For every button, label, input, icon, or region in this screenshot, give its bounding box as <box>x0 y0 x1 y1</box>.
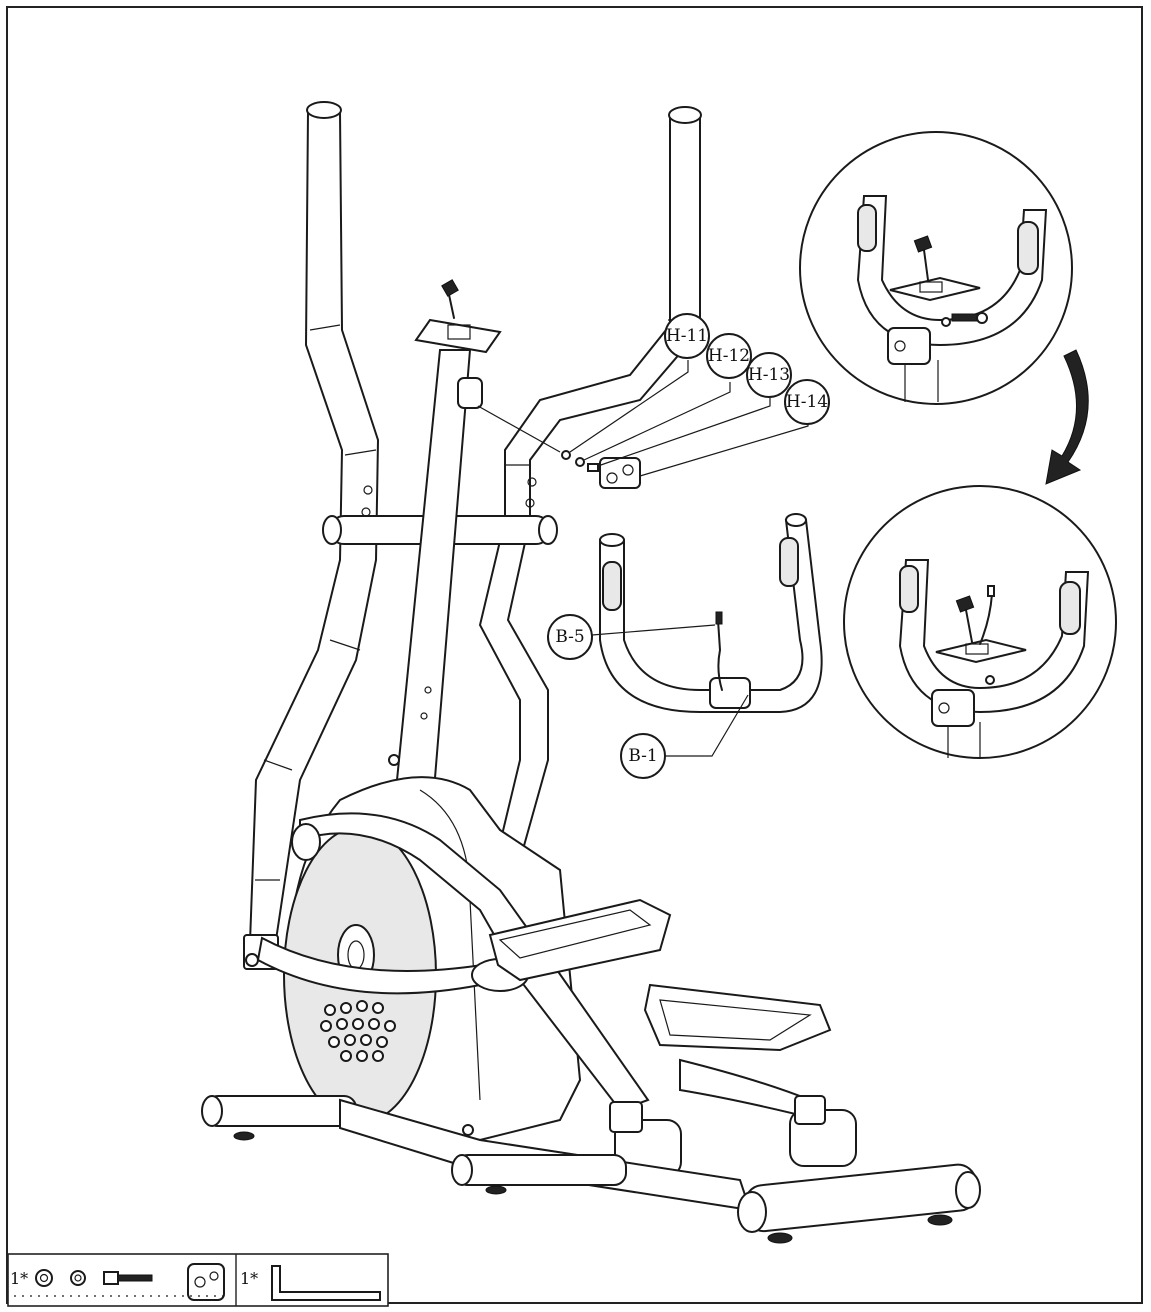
callout-label-h12: H-12 <box>708 346 750 366</box>
elliptical-trainer <box>201 101 981 1244</box>
hardware-qty-right: 1* <box>240 1269 258 1288</box>
callout-h12: H-12 <box>706 333 752 379</box>
callout-label-b5: B-5 <box>555 627 584 647</box>
pedal-right <box>488 898 672 982</box>
washer-icon <box>35 1269 53 1287</box>
callout-label-h13: H-13 <box>748 365 790 385</box>
callout-b5: B-5 <box>547 614 593 660</box>
nut-icon <box>70 1270 86 1286</box>
vent-holes <box>320 1000 396 1062</box>
hardware-qty-left: 1* <box>10 1269 28 1288</box>
hardware-parts-box: 1* 1* <box>7 1253 389 1307</box>
callout-b1: B-1 <box>620 733 666 779</box>
bolt-icon <box>103 1271 153 1285</box>
pedal-link <box>256 812 650 1112</box>
page-frame <box>6 6 1143 1304</box>
callout-label-h11: H-11 <box>666 326 708 346</box>
detail-view-before <box>799 131 1073 405</box>
detail-view-after <box>843 485 1117 759</box>
allen-wrench-icon <box>271 1265 381 1301</box>
callout-label-b1: B-1 <box>628 746 657 766</box>
base-frame <box>201 1095 981 1244</box>
callout-label-h14: H-14 <box>786 392 828 412</box>
clamp-bracket-icon <box>187 1263 225 1301</box>
rear-wheels <box>609 1095 857 1177</box>
curved-arrow-icon <box>1045 349 1089 485</box>
handlebar-b1 <box>591 513 823 757</box>
right-handle-arm <box>478 106 702 861</box>
callout-h14: H-14 <box>784 379 830 425</box>
callout-h13: H-13 <box>746 352 792 398</box>
callout-h11: H-11 <box>664 313 710 359</box>
